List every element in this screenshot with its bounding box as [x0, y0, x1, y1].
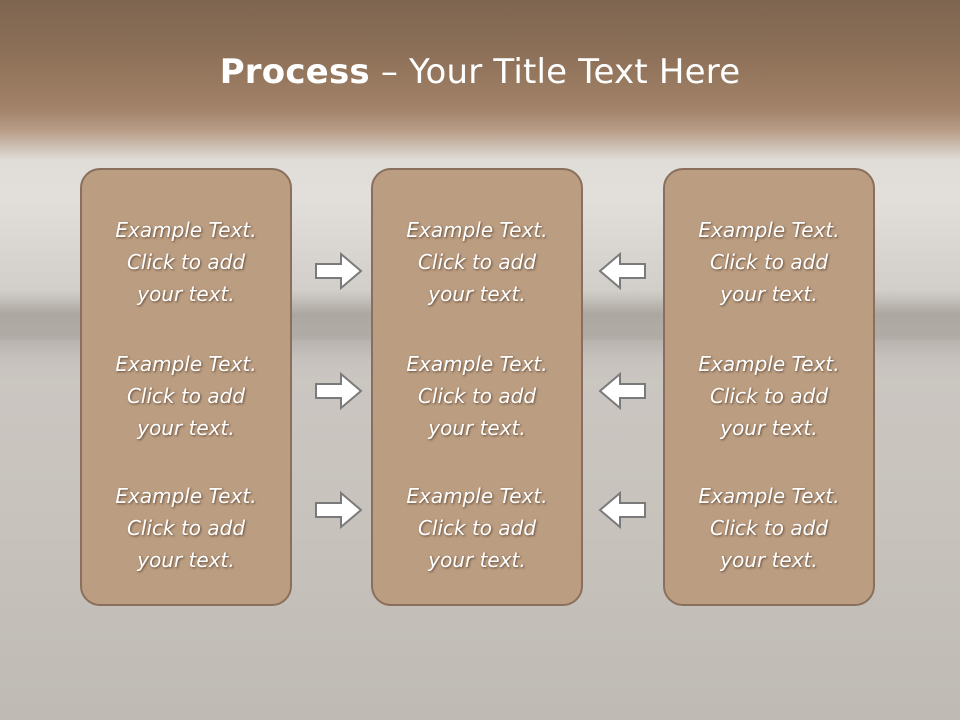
text-block[interactable]: Example Text. Click to add your text. — [373, 214, 581, 310]
text-line: your text. — [428, 548, 526, 572]
slide-title[interactable]: Process – Your Title Text Here — [0, 52, 960, 92]
arrow-right-icon[interactable] — [314, 251, 364, 291]
text-line: your text. — [720, 548, 818, 572]
text-line: your text. — [428, 416, 526, 440]
text-line: Click to add — [417, 384, 537, 408]
text-line: Click to add — [126, 250, 246, 274]
text-line: Example Text. — [115, 218, 257, 242]
text-block[interactable]: Example Text. Click to add your text. — [82, 348, 290, 444]
text-block[interactable]: Example Text. Click to add your text. — [665, 214, 873, 310]
text-line: Example Text. — [698, 352, 840, 376]
title-rest: – Your Title Text Here — [369, 52, 741, 92]
text-block[interactable]: Example Text. Click to add your text. — [665, 348, 873, 444]
text-line: Click to add — [417, 250, 537, 274]
title-banner — [0, 0, 960, 160]
arrow-right-icon[interactable] — [314, 490, 364, 530]
arrow-right-icon[interactable] — [314, 371, 364, 411]
text-line: Click to add — [709, 384, 829, 408]
text-line: Example Text. — [406, 218, 548, 242]
process-panel-center[interactable]: Example Text. Click to add your text. Ex… — [371, 168, 583, 606]
text-line: your text. — [137, 548, 235, 572]
text-block[interactable]: Example Text. Click to add your text. — [82, 214, 290, 310]
text-line: Example Text. — [115, 352, 257, 376]
process-panel-left[interactable]: Example Text. Click to add your text. Ex… — [80, 168, 292, 606]
text-line: Example Text. — [115, 484, 257, 508]
title-strong: Process — [219, 52, 370, 92]
text-line: Example Text. — [406, 484, 548, 508]
process-panel-right[interactable]: Example Text. Click to add your text. Ex… — [663, 168, 875, 606]
arrow-left-icon[interactable] — [597, 490, 647, 530]
text-block[interactable]: Example Text. Click to add your text. — [373, 480, 581, 576]
text-line: Click to add — [126, 516, 246, 540]
arrow-left-icon[interactable] — [597, 371, 647, 411]
text-line: Click to add — [126, 384, 246, 408]
text-line: Click to add — [709, 250, 829, 274]
text-block[interactable]: Example Text. Click to add your text. — [665, 480, 873, 576]
text-line: your text. — [137, 282, 235, 306]
text-block[interactable]: Example Text. Click to add your text. — [82, 480, 290, 576]
text-line: Click to add — [417, 516, 537, 540]
text-line: Click to add — [709, 516, 829, 540]
text-line: your text. — [137, 416, 235, 440]
text-line: Example Text. — [698, 484, 840, 508]
text-line: your text. — [428, 282, 526, 306]
arrow-left-icon[interactable] — [597, 251, 647, 291]
text-line: Example Text. — [698, 218, 840, 242]
text-block[interactable]: Example Text. Click to add your text. — [373, 348, 581, 444]
text-line: Example Text. — [406, 352, 548, 376]
text-line: your text. — [720, 282, 818, 306]
text-line: your text. — [720, 416, 818, 440]
